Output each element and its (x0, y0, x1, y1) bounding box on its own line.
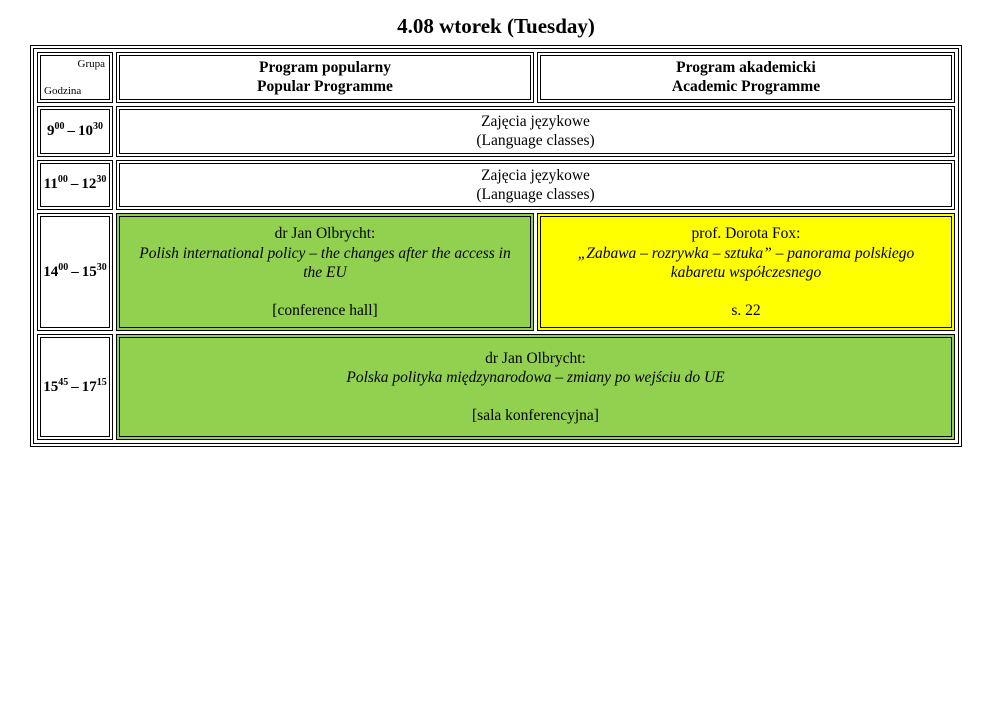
row-1100-1230: 1100–1230 Zajęcia językowe (Language cla… (37, 159, 955, 211)
time-end-hour: 10 (78, 122, 93, 139)
language-classes-pl: Zajęcia językowe (481, 166, 590, 184)
corner-godzina-label: Godzina (44, 84, 82, 97)
event-speaker: prof. Dorota Fox: (691, 225, 801, 243)
time-dash: – (71, 263, 79, 280)
header-row: Grupa Godzina Program popularny Popular … (37, 52, 955, 103)
language-classes-en: (Language classes) (476, 132, 595, 150)
header-academic-line1: Program akademicki (676, 59, 816, 76)
event-title: „Zabawa – rozrywka – sztuka” – panorama … (577, 244, 915, 281)
time-end-hour: 12 (81, 176, 97, 193)
time-end-hour: 15 (81, 263, 97, 280)
time-end-hour: 17 (81, 378, 97, 395)
time-dash: – (67, 122, 76, 139)
row-1400-1530: 1400–1530 dr Jan Olbrycht: Polish intern… (37, 213, 955, 332)
page-title: 4.08 wtorek (Tuesday) (397, 14, 595, 38)
schedule-table: Grupa Godzina Program popularny Popular … (30, 45, 962, 448)
time-end-min: 30 (96, 174, 107, 186)
header-popular-line2: Popular Programme (257, 78, 393, 96)
cell-olbrycht-popular: dr Jan Olbrycht: Polish international po… (116, 213, 534, 332)
time-end-min: 15 (96, 376, 107, 388)
language-classes-en: (Language classes) (476, 185, 595, 203)
language-classes-pl: Zajęcia językowe (481, 112, 590, 130)
time-start-min: 45 (58, 376, 69, 388)
time-end-min: 30 (96, 261, 107, 273)
time-start-hour: 15 (43, 378, 59, 395)
header-popular-line1: Program popularny (259, 59, 391, 76)
time-start-min: 00 (54, 120, 65, 132)
time-start-hour: 11 (43, 176, 58, 193)
event-location: s. 22 (731, 301, 761, 319)
time-start-min: 00 (58, 261, 69, 273)
cell-language-classes-1: Zajęcia językowe (Language classes) (116, 105, 955, 157)
time-cell-1100: 1100–1230 (37, 159, 113, 211)
header-popular-programme: Program popularny Popular Programme (116, 52, 534, 103)
event-speaker: dr Jan Olbrycht: (485, 349, 586, 367)
cell-language-classes-2: Zajęcia językowe (Language classes) (116, 159, 955, 211)
cell-fox-academic: prof. Dorota Fox: „Zabawa – rozrywka – s… (537, 213, 955, 332)
row-0900-1030: 900–1030 Zajęcia językowe (Language clas… (37, 105, 955, 157)
corner-cell: Grupa Godzina (37, 52, 113, 103)
time-cell-0900: 900–1030 (37, 105, 113, 157)
event-title: Polish international policy – the change… (139, 244, 511, 281)
header-academic-programme: Program akademicki Academic Programme (537, 52, 955, 103)
time-start-hour: 9 (47, 122, 55, 139)
time-cell-1400: 1400–1530 (37, 213, 113, 332)
time-start-hour: 14 (43, 263, 59, 280)
time-end-min: 30 (93, 120, 103, 132)
corner-grupa-label: Grupa (77, 58, 106, 70)
row-1545-1715: 1545–1715 dr Jan Olbrycht: Polska polity… (37, 334, 955, 441)
event-location: [conference hall] (272, 301, 378, 319)
cell-olbrycht-span: dr Jan Olbrycht: Polska polityka międzyn… (116, 334, 955, 441)
time-cell-1545: 1545–1715 (37, 334, 113, 441)
header-academic-line2: Academic Programme (671, 78, 821, 96)
event-location: [sala konferencyjna] (472, 407, 599, 425)
event-speaker: dr Jan Olbrycht: (274, 225, 376, 243)
event-title: Polska polityka międzynarodowa – zmiany … (346, 369, 725, 387)
time-dash: – (70, 176, 79, 193)
time-start-min: 00 (57, 174, 68, 186)
time-dash: – (71, 378, 79, 395)
